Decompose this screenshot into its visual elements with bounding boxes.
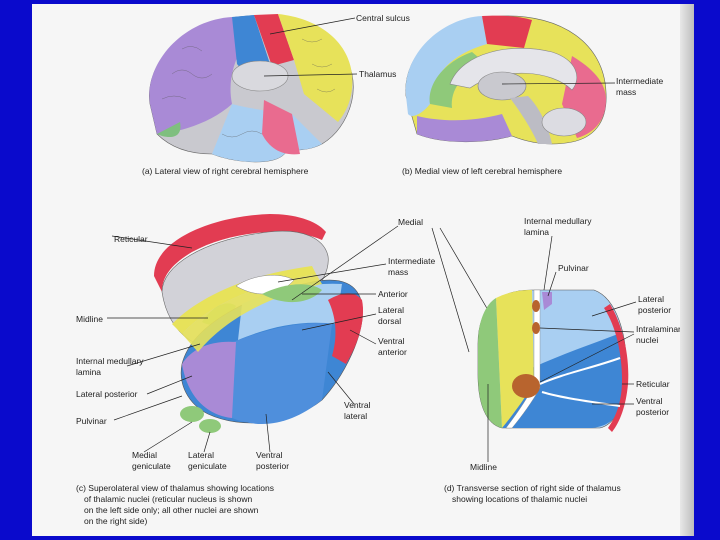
occipital-lobe-region <box>262 100 300 155</box>
reticular-nucleus-d <box>604 304 629 432</box>
sensory-strip-region <box>254 14 294 66</box>
caption-panel-c-2: of thalamic nuclei (reticular nucleus is… <box>84 494 252 504</box>
white-stripes-d <box>539 357 621 407</box>
thalamus-3d-illustration <box>154 214 364 433</box>
label-internal-medullary-lamina-d-1: Internal medullary <box>524 216 592 226</box>
midline-nucleus-d <box>478 298 502 428</box>
lateral-posterior-nucleus-d-2 <box>532 322 540 334</box>
caption-panel-a: (a) Lateral view of right cerebral hemis… <box>142 166 309 176</box>
label-internal-medullary-lamina-d-2: lamina <box>524 227 549 237</box>
medial-red-region <box>482 15 532 48</box>
label-ventral-posterior-d-2: posterior <box>636 407 669 417</box>
label-pulvinar-c: Pulvinar <box>76 416 107 426</box>
label-intralaminar-nuclei-d-1: Intralaminar <box>636 324 681 334</box>
label-reticular-c: Reticular <box>114 234 148 244</box>
medial-brain-illustration <box>405 15 607 145</box>
label-intermediate-mass-c-2: mass <box>388 267 408 277</box>
ventral-anterior-region <box>328 293 364 364</box>
label-midline-c: Midline <box>76 314 103 324</box>
label-ventral-lateral-c-1: Ventral <box>344 400 371 410</box>
medial-geniculate-c <box>180 406 204 422</box>
label-internal-medullary-lamina-c-1: Internal medullary <box>76 356 144 366</box>
label-thalamus: Thalamus <box>359 69 396 79</box>
label-internal-medullary-lamina-c-2: lamina <box>76 367 101 377</box>
label-lateral-dorsal-c-2: dorsal <box>378 316 401 326</box>
caption-panel-c-4: on the right side) <box>84 516 147 526</box>
caption-panel-d-2: showing locations of thalamic nuclei <box>452 494 587 504</box>
label-midline-d: Midline <box>470 462 497 472</box>
label-pulvinar-d: Pulvinar <box>558 263 589 273</box>
label-intralaminar-nuclei-d-2: nuclei <box>636 335 658 345</box>
brainstem <box>510 96 552 144</box>
label-medial-geniculate-c-1: Medial <box>132 450 157 460</box>
caption-panel-c-3: on the left side only; all other nuclei … <box>84 505 259 515</box>
lateral-geniculate-c <box>199 419 221 433</box>
caption-panel-d-1: (d) Transverse section of right side of … <box>444 483 621 493</box>
pulvinar-c <box>182 341 236 418</box>
gyri-pattern <box>161 38 336 138</box>
label-lateral-dorsal-c-1: Lateral <box>378 305 404 315</box>
label-medial-c: Medial <box>398 217 423 227</box>
label-reticular-d: Reticular <box>636 379 670 389</box>
caption-panel-b: (b) Medial view of left cerebral hemisph… <box>402 166 562 176</box>
parietal-lobe-region <box>278 14 353 122</box>
anterior-nucleus-c <box>262 284 322 303</box>
label-ventral-posterior-c-2: posterior <box>256 461 289 471</box>
label-anterior-c: Anterior <box>378 289 408 299</box>
caption-panel-c-1: (c) Superolateral view of thalamus showi… <box>76 483 274 493</box>
frontal-lobe-region <box>149 17 244 134</box>
label-ventral-posterior-c-1: Ventral <box>256 450 283 460</box>
cerebellum <box>541 107 587 137</box>
medial-temporal-region <box>417 114 512 142</box>
ventral-posterior-d <box>502 334 626 428</box>
centromedian-nucleus-d <box>512 374 540 398</box>
lateral-posterior-nucleus-d-1 <box>532 300 540 312</box>
thalamus-cross-section <box>477 289 629 432</box>
ventral-posterior-c <box>228 323 332 424</box>
thalamus-shape-b <box>477 71 527 101</box>
textbook-page: Central sulcus Thalamus (a) Lateral view… <box>32 4 694 536</box>
label-intermediate-mass-c-1: Intermediate <box>388 256 436 266</box>
label-medial-geniculate-c-2: geniculate <box>132 461 171 471</box>
label-lateral-posterior-d-1: Lateral <box>638 294 664 304</box>
label-lateral-geniculate-c-2: geniculate <box>188 461 227 471</box>
label-lateral-posterior-c: Lateral posterior <box>76 389 138 399</box>
label-intermediate-mass-b-1: Intermediate <box>616 76 664 86</box>
page-edge-shadow <box>680 4 694 536</box>
label-ventral-anterior-c-1: Ventral <box>378 336 405 346</box>
pulvinar-d <box>542 292 552 310</box>
internal-medullary-lamina-c <box>172 266 316 334</box>
label-ventral-posterior-d-1: Ventral <box>636 396 663 406</box>
label-central-sulcus: Central sulcus <box>356 13 410 23</box>
label-intermediate-mass-b-2: mass <box>616 87 636 97</box>
lateral-brain-illustration <box>149 14 354 163</box>
lower-temporal-region <box>157 122 181 138</box>
label-ventral-anterior-c-2: anterior <box>378 347 407 357</box>
label-ventral-lateral-c-2: lateral <box>344 411 367 421</box>
medial-frontal-region <box>405 16 487 116</box>
thalamus-shape-a <box>231 60 289 92</box>
thalamus-figure: Central sulcus Thalamus (a) Lateral view… <box>76 13 681 526</box>
label-lateral-posterior-d-2: posterior <box>638 305 671 315</box>
reticular-nucleus-shell <box>154 214 326 292</box>
label-lateral-geniculate-c-1: Lateral <box>188 450 214 460</box>
